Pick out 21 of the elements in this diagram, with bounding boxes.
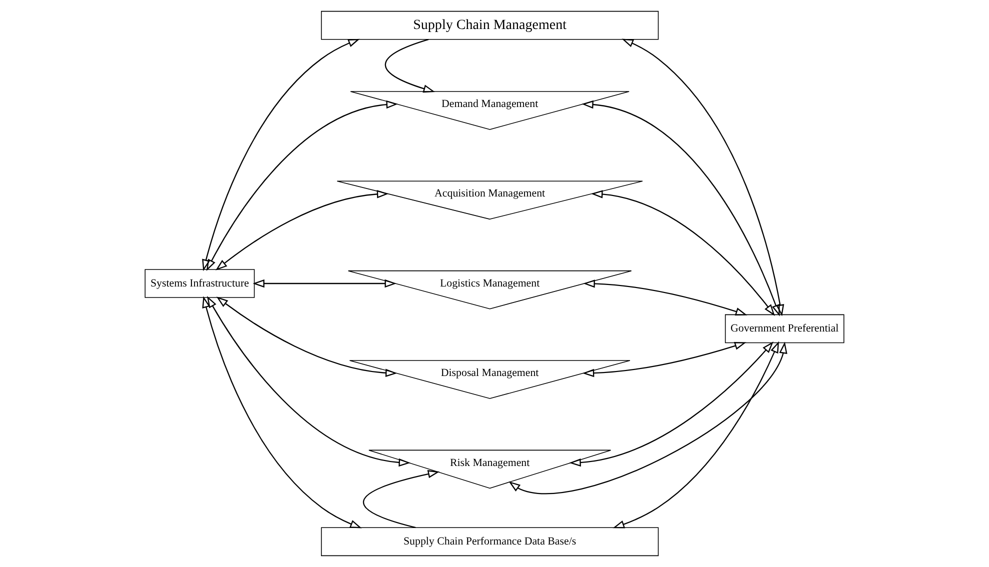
arrow <box>202 38 360 272</box>
arrow <box>583 280 748 316</box>
arrow <box>202 296 362 528</box>
arrow <box>622 38 784 316</box>
arrow <box>216 296 398 377</box>
arrow <box>612 341 779 528</box>
arrow <box>206 100 398 271</box>
arrow <box>508 342 788 494</box>
node-box: Systems Infrastructure <box>144 269 255 298</box>
node-box: Supply Chain Performance Data Base/s <box>320 527 659 556</box>
arrow <box>591 190 775 316</box>
arrow <box>569 342 774 467</box>
arrow <box>252 279 396 288</box>
arrow <box>582 100 780 316</box>
node-box: Supply Chain Management <box>320 10 659 40</box>
arrow <box>582 342 746 378</box>
arrow <box>384 38 436 93</box>
node-box: Government Preferential <box>724 314 844 344</box>
arrow <box>207 296 410 467</box>
arrow <box>363 470 440 528</box>
arrow <box>216 190 389 270</box>
